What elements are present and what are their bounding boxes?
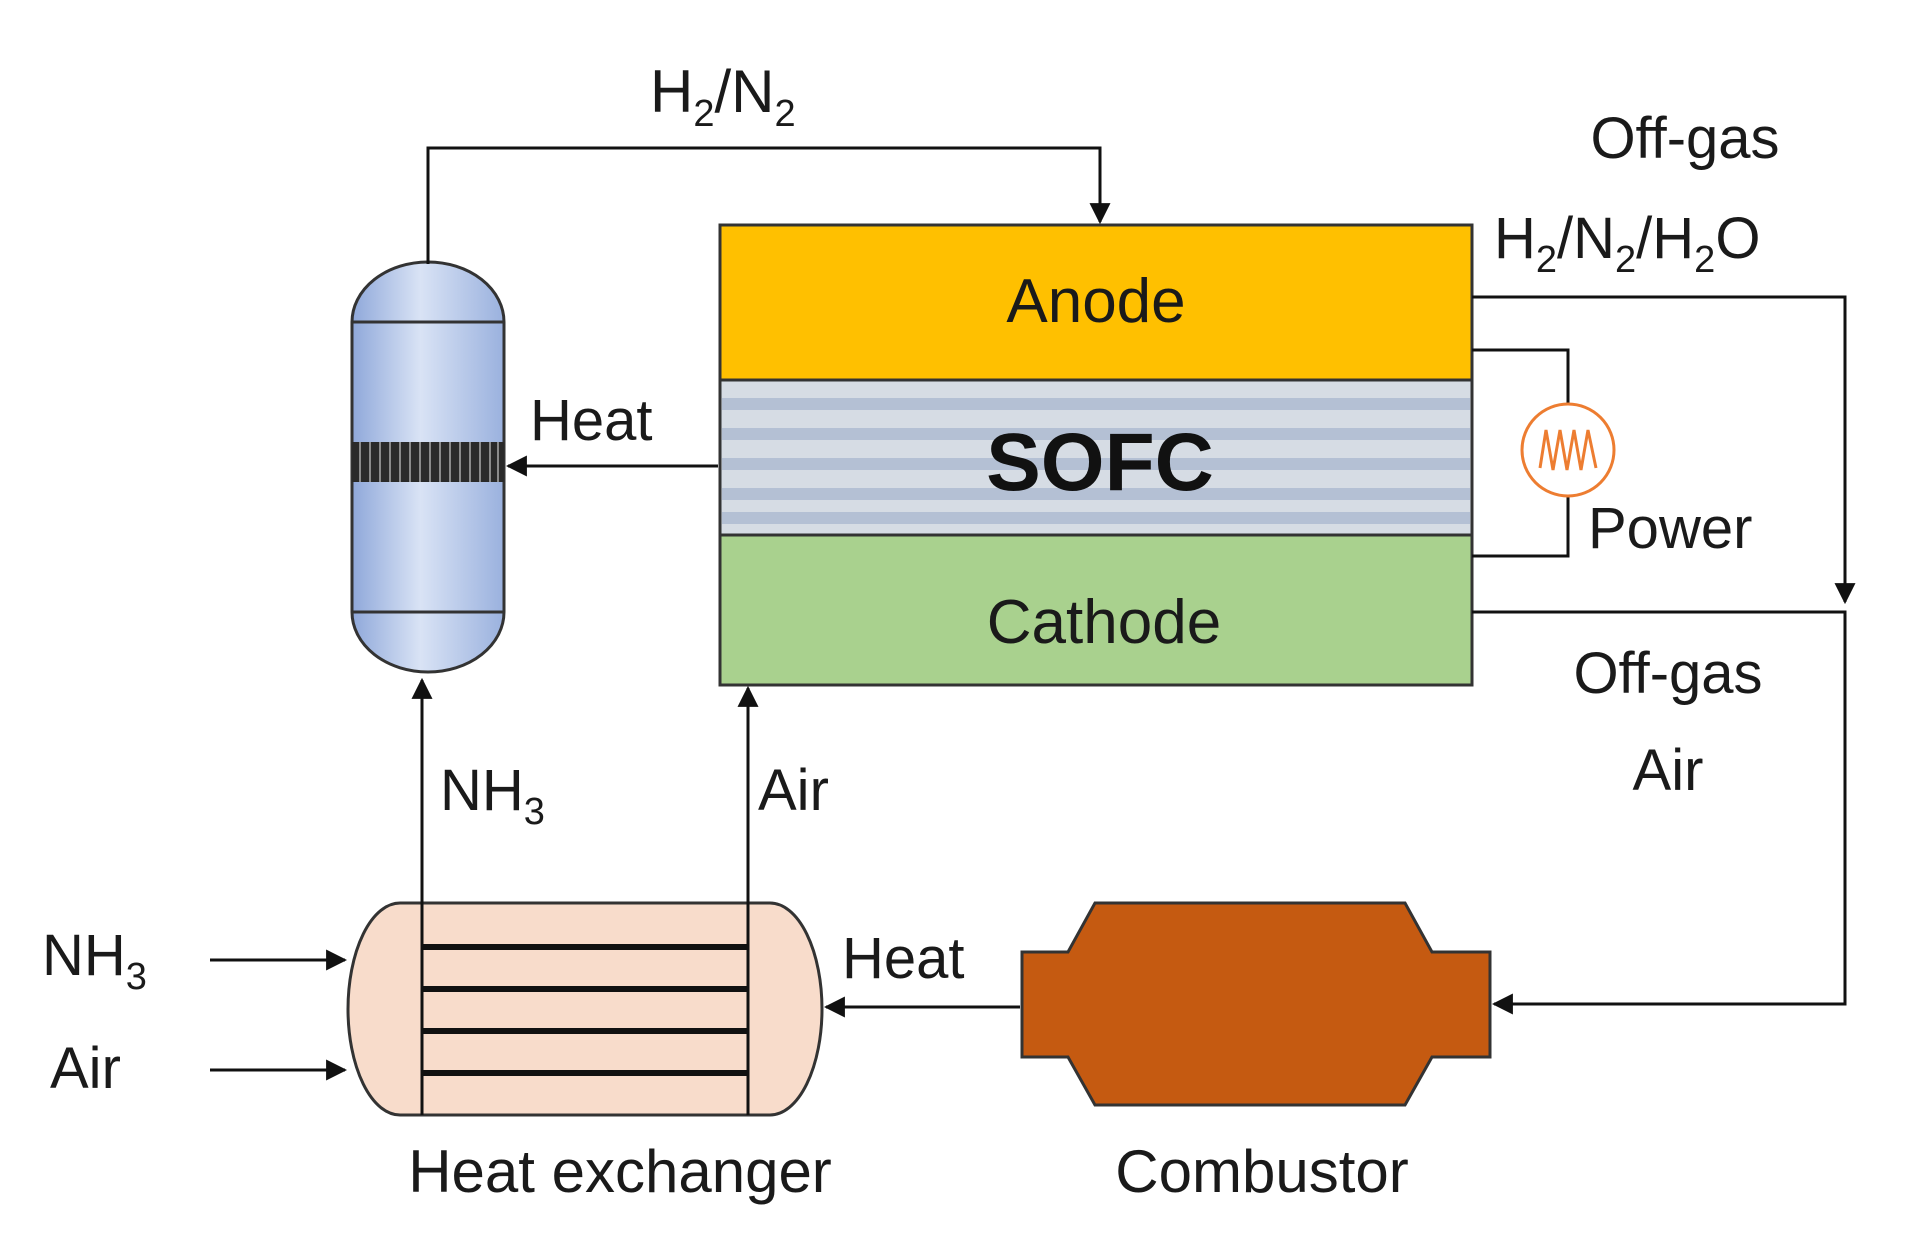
offgas-composition-label: H2/N2/H2O [1494, 206, 1760, 281]
flow-lines [210, 146, 1856, 1115]
power-label: Power [1588, 496, 1752, 561]
cathode-layer [718, 533, 1474, 687]
h2-n2-feed-line [426, 146, 1111, 264]
nh3-riser-label: NH3 [440, 758, 545, 833]
combustor-label: Combustor [1115, 1138, 1408, 1205]
nh3-inlet-label: NH3 [42, 923, 147, 998]
cathode-offgas-line [1472, 610, 1847, 1015]
heat-exchanger-label: Heat exchanger [408, 1138, 832, 1205]
offgas-top-label: Off-gas [1590, 106, 1779, 171]
combustor [1020, 901, 1492, 1107]
sofc-stack: Anode SOFC Cathode [718, 223, 1474, 687]
anode-offgas-line [1472, 295, 1856, 605]
heat-exchanger [346, 901, 824, 1117]
offgas-bottom-label: Off-gas [1573, 641, 1762, 706]
air-inlet-label: Air [50, 1036, 121, 1101]
heat-label-top: Heat [530, 388, 653, 453]
power-source-icon [1472, 348, 1616, 558]
anode-label: Anode [1006, 267, 1185, 336]
offgas-bottom-air-label: Air [1633, 738, 1704, 803]
heat-label-bottom: Heat [842, 926, 965, 991]
h2-n2-label: H2/N2 [650, 58, 796, 135]
heating-coil [352, 442, 504, 482]
anode-layer [718, 223, 1474, 382]
cathode-label: Cathode [987, 588, 1221, 657]
sofc-label: SOFC [986, 417, 1214, 508]
air-riser-label: Air [758, 758, 829, 823]
electrolyte-stripes [722, 398, 1470, 524]
reactor-vessel [350, 260, 506, 674]
